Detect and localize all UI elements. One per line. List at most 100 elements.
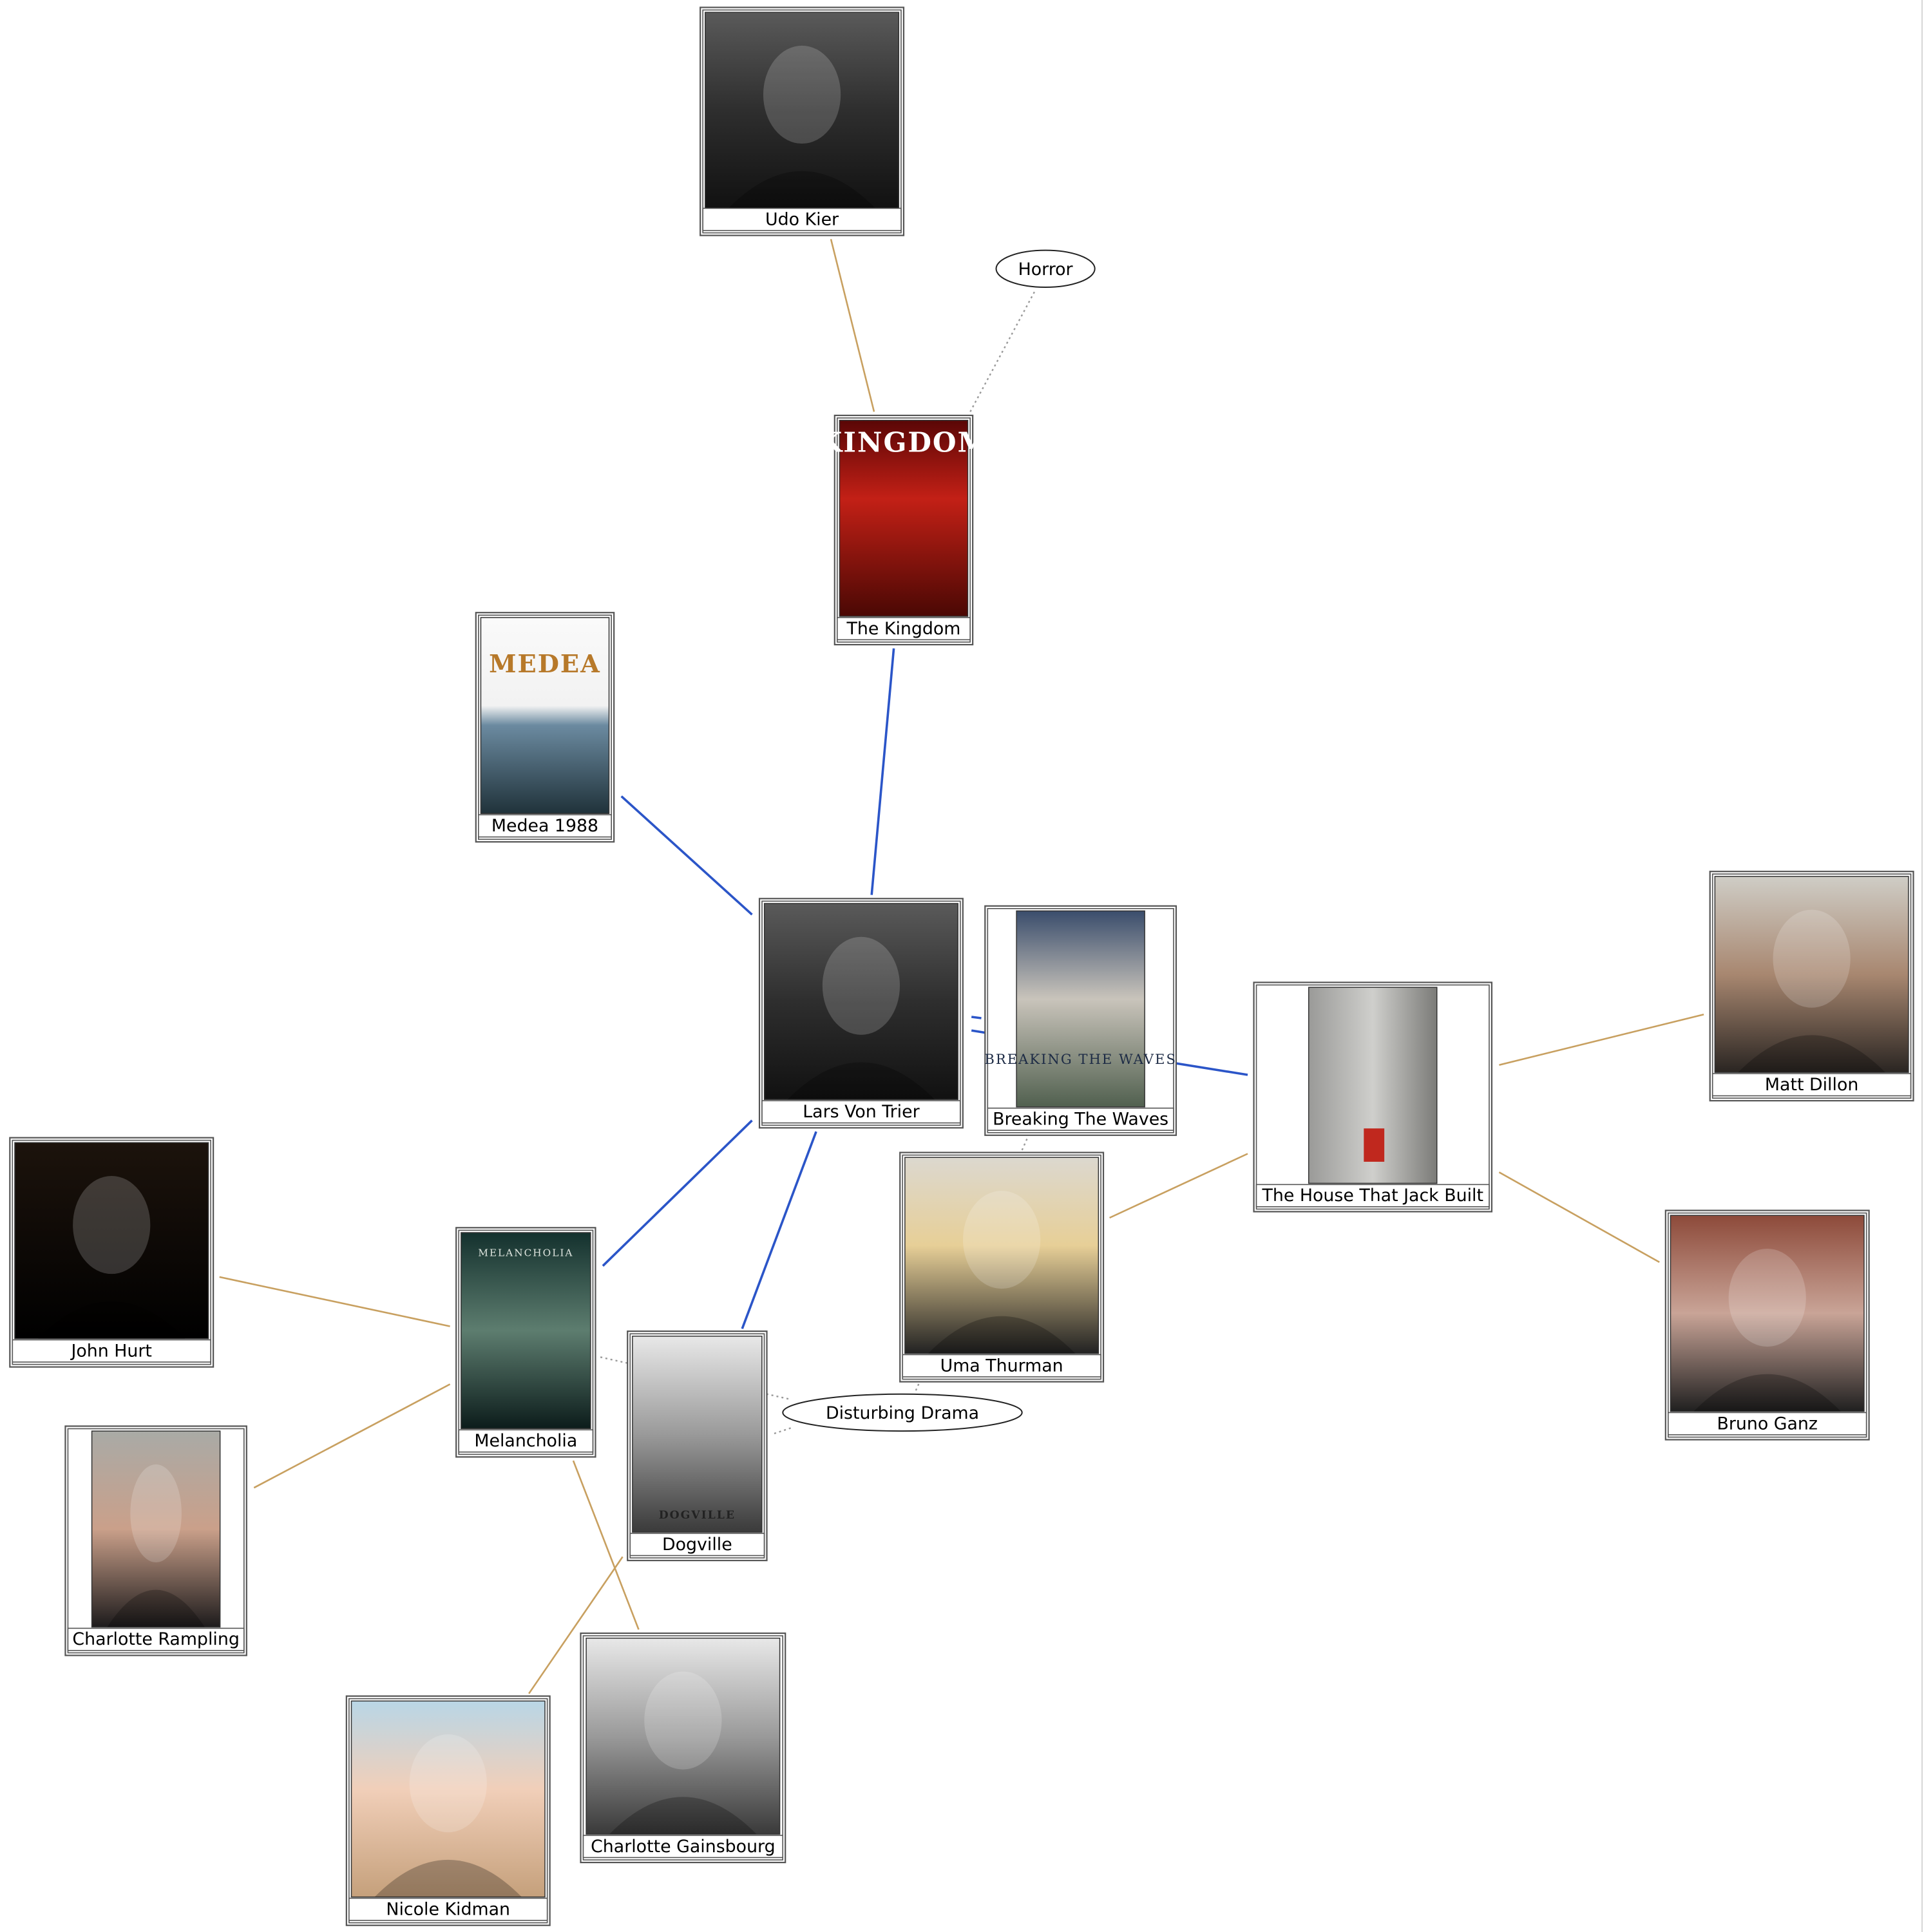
node-udo[interactable]: Udo Kier <box>700 6 905 236</box>
card-inner-frame <box>67 1428 245 1654</box>
canvas-right-border <box>1921 0 1923 1932</box>
node-label: The Kingdom <box>846 619 961 639</box>
face-silhouette <box>963 1190 1041 1289</box>
genre-label: Horror <box>1018 260 1074 279</box>
card-inner-frame <box>761 900 961 1126</box>
node-melancholia[interactable]: MELANCHOLIA Melancholia <box>455 1227 596 1458</box>
face-silhouette <box>130 1464 182 1563</box>
person-photo <box>1714 876 1909 1073</box>
face-silhouette <box>763 45 841 144</box>
face-silhouette <box>1773 909 1851 1008</box>
shoulders-silhouette <box>728 171 876 209</box>
node-lars[interactable]: Lars Von Trier <box>758 898 964 1129</box>
edge-lars-melancholia <box>602 1119 753 1267</box>
shoulders-silhouette <box>609 1797 757 1835</box>
node-john[interactable]: John Hurt <box>9 1137 214 1368</box>
node-rampling[interactable]: Charlotte Rampling <box>64 1425 247 1656</box>
face-silhouette <box>822 936 900 1035</box>
card-inner-frame <box>1668 1212 1867 1438</box>
node-matt[interactable]: Matt Dillon <box>1709 871 1914 1102</box>
person-photo <box>14 1142 209 1340</box>
node-label: Nicole Kidman <box>386 1899 510 1919</box>
movie-poster-image <box>461 1232 591 1430</box>
node-house[interactable]: The House That Jack Built <box>1253 981 1493 1213</box>
card-inner-frame <box>458 1229 594 1455</box>
shoulders-silhouette <box>928 1316 1076 1354</box>
node-gainsbourg[interactable]: Charlotte Gainsbourg <box>580 1632 786 1864</box>
node-label: Medea 1988 <box>491 816 598 836</box>
face-silhouette <box>73 1176 151 1274</box>
shoulders-silhouette <box>107 1589 205 1627</box>
edge-melancholia-gainsbourg <box>572 1460 640 1630</box>
node-bruno[interactable]: Bruno Ganz <box>1664 1209 1870 1441</box>
red-house-mark <box>1364 1128 1385 1162</box>
card-inner-frame <box>582 1635 784 1861</box>
node-label: Matt Dillon <box>1765 1075 1858 1095</box>
edge-kingdom-horror <box>969 289 1036 412</box>
edge-lars-kingdom <box>870 648 895 895</box>
edge-house-matt <box>1499 1013 1704 1066</box>
genre-ellipse <box>782 1393 1023 1432</box>
node-kidman[interactable]: Nicole Kidman <box>345 1695 551 1926</box>
card-label-box <box>582 1835 784 1859</box>
genre-ellipse <box>995 249 1096 288</box>
card-inner-frame <box>478 614 612 840</box>
shoulders-silhouette <box>38 1301 186 1339</box>
edge-lars-btw <box>971 1016 982 1019</box>
card-inner-frame <box>1255 984 1490 1210</box>
card-label-box <box>702 207 902 231</box>
node-label: Udo Kier <box>765 209 839 229</box>
card-label-box <box>1711 1073 1912 1097</box>
node-uma[interactable]: Uma Thurman <box>899 1151 1105 1383</box>
card-label-box <box>836 617 971 641</box>
card-inner-frame <box>348 1698 548 1924</box>
card-label-box <box>987 1107 1174 1131</box>
movie-poster-image <box>839 419 969 617</box>
card-inner-frame <box>987 907 1174 1133</box>
edge-dogville-drama <box>774 1426 794 1435</box>
edge-dogville-kidman <box>528 1556 624 1694</box>
card-label-box <box>478 814 612 838</box>
card-inner-frame <box>1711 873 1912 1099</box>
card-label-box <box>348 1897 548 1921</box>
node-label: Bruno Ganz <box>1717 1414 1818 1434</box>
face-silhouette <box>1728 1248 1806 1347</box>
edge-udo-kingdom <box>830 238 875 412</box>
genre-node-horror[interactable]: Horror <box>995 249 1096 288</box>
node-btw[interactable]: BREAKING THE WAVES Breaking The Waves <box>984 905 1177 1136</box>
node-label: Melancholia <box>474 1431 577 1451</box>
node-label: John Hurt <box>70 1341 151 1361</box>
poster-title-text: MELANCHOLIA <box>478 1247 573 1259</box>
genre-label: Disturbing Drama <box>826 1403 979 1423</box>
person-photo <box>586 1637 781 1835</box>
person-photo <box>350 1700 546 1898</box>
node-label: Charlotte Gainsbourg <box>591 1837 776 1857</box>
movie-poster-image <box>1016 910 1145 1108</box>
node-label: Charlotte Rampling <box>72 1629 239 1649</box>
shoulders-silhouette <box>1693 1374 1841 1412</box>
movie-poster-image <box>480 617 610 814</box>
card-label-box <box>458 1429 594 1453</box>
card-inner-frame <box>12 1139 211 1365</box>
card-label-box <box>902 1354 1101 1378</box>
edge-lars-medea <box>620 795 753 916</box>
edge-house-bruno <box>1498 1171 1660 1264</box>
poster-title-text: BREAKING THE WAVES <box>984 1051 1177 1067</box>
genre-node-drama[interactable]: Disturbing Drama <box>782 1393 1023 1432</box>
card-inner-frame <box>902 1154 1101 1380</box>
node-label: Uma Thurman <box>940 1356 1063 1376</box>
shoulders-silhouette <box>787 1062 935 1100</box>
card-label-box <box>1255 1184 1490 1208</box>
movie-poster-image <box>632 1336 763 1533</box>
edge-lars-dogville <box>741 1131 817 1329</box>
face-silhouette <box>409 1734 487 1833</box>
node-label: Lars Von Trier <box>803 1102 920 1122</box>
node-label: Breaking The Waves <box>993 1110 1168 1130</box>
person-photo <box>91 1430 221 1628</box>
person-photo <box>763 903 958 1101</box>
